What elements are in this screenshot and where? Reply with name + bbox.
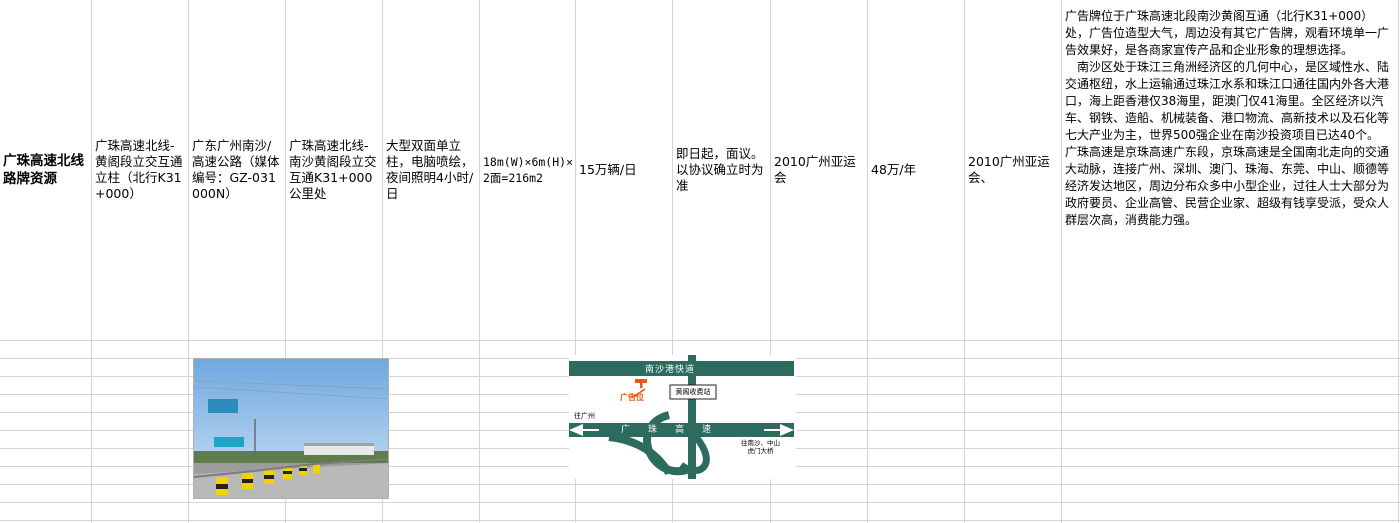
cell-period[interactable]: 即日起，面议。以协议确立时为准 [676,146,764,193]
map-to-ns-label: 往南沙、中山 虎门大桥 [741,439,780,455]
grid-line [867,0,868,523]
grid-line [1398,0,1399,523]
location-map-drawing [569,355,794,479]
billboard-photo[interactable] [193,358,389,499]
cell-description[interactable]: 广告牌位于广珠高速北段南沙黄阁互通（北行K31+000）处，广告位造型大气，周边… [1062,0,1398,340]
grid-line [0,484,1400,485]
grid-line [188,0,189,523]
cell-event[interactable]: 2010广州亚运会 [774,154,856,185]
grid-line [285,0,286,523]
cell-price[interactable]: 48万/年 [871,162,917,177]
cell-position[interactable]: 广珠高速北线-南沙黄阁段立交互通K31+000公里处 [289,138,377,201]
cell-size[interactable]: 18m(W)×6m(H)×2面=216m2 [483,155,574,185]
map-main-road-label: 广珠高速 [621,425,730,435]
grid-line [1061,0,1062,523]
cell-location[interactable]: 广珠高速北线-黄阁段立交互通立柱（北行K31+000） [95,138,183,201]
map-to-gz-label: 往广州 [574,412,595,420]
grid-line [91,0,92,523]
grid-line [964,0,965,523]
grid-line [479,0,480,523]
billboard-photo-image [194,359,388,498]
cell-region[interactable]: 广珠高速北线路牌资源 [3,153,84,187]
description-paragraph: 广告牌位于广珠高速北段南沙黄阁互通（北行K31+000）处，广告位造型大气，周边… [1065,9,1390,57]
map-ad-label: 广告位 [620,393,644,402]
grid-line [770,0,771,523]
grid-line [382,0,383,523]
description-paragraph: 南沙区处于珠江三角洲经济区的几何中心，是区域性水、陆交通枢纽，水上运输通过珠江水… [1065,60,1390,142]
description-text: 广告牌位于广珠高速北段南沙黄阁互通（北行K31+000）处，广告位造型大气，周边… [1065,8,1396,229]
map-top-road-label: 南沙港快道 [645,365,696,375]
cell-event-2[interactable]: 2010广州亚运会、 [968,154,1050,185]
grid-line [0,502,1400,503]
grid-line [672,0,673,523]
grid-line [575,0,576,523]
map-toll-label: 黄阁收费站 [675,388,711,396]
grid-line [0,520,1400,521]
cell-traffic[interactable]: 15万辆/日 [579,162,637,177]
description-paragraph: 广珠高速是京珠高速广东段，京珠高速是全国南北走向的交通大动脉，连接广州、深圳、澳… [1065,145,1390,227]
cell-format[interactable]: 大型双面单立柱，电脑喷绘，夜间照明4小时/日 [386,138,474,201]
grid-line [0,340,1400,341]
cell-media[interactable]: 广东广州南沙/高速公路（媒体编号：GZ-031000N） [192,138,280,201]
location-map[interactable]: 南沙港快道 黄阁收费站 广告位 往广州 广珠高速 往南沙、中山 虎门大桥 [569,355,796,479]
